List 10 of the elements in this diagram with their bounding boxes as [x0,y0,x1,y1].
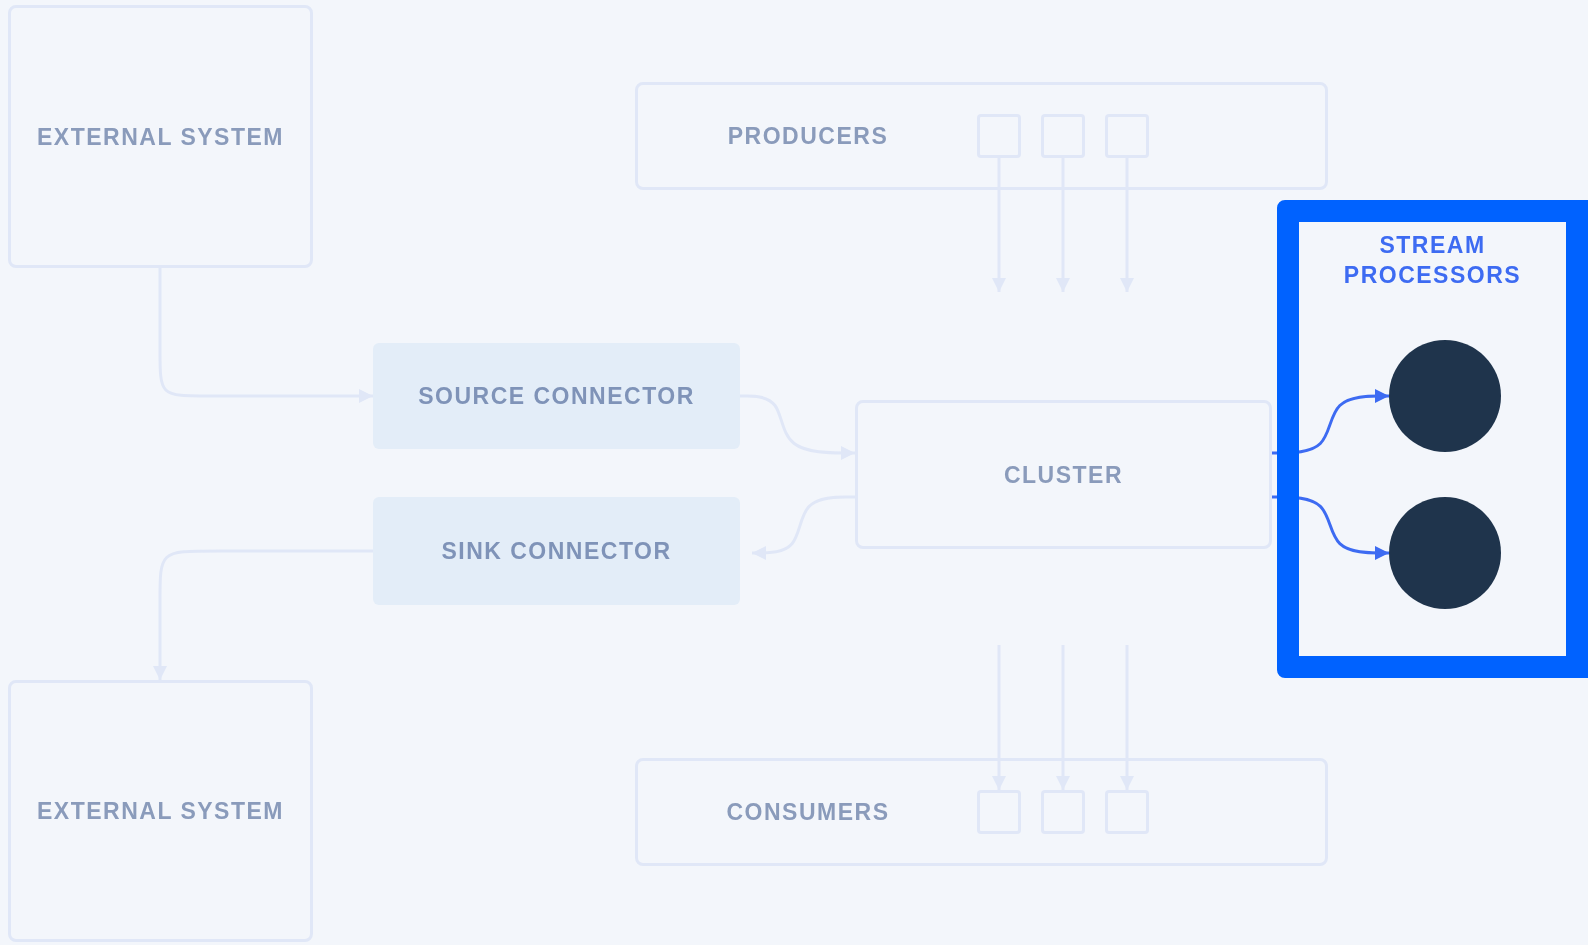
box-label: EXTERNAL SYSTEM [37,122,284,152]
cluster-box [855,400,1272,549]
box-label: SINK CONNECTOR [441,537,672,566]
highlight-frame [1277,200,1588,678]
box-label: SOURCE CONNECTOR [418,382,695,411]
box-label: CLUSTER [1003,460,1124,490]
box-label: STREAM PROCESSORS [1342,231,1523,290]
box-label: CONSUMERS [725,798,891,827]
box-label: EXTERNAL SYSTEM [37,797,284,826]
box-label: PRODUCERS [726,122,890,151]
